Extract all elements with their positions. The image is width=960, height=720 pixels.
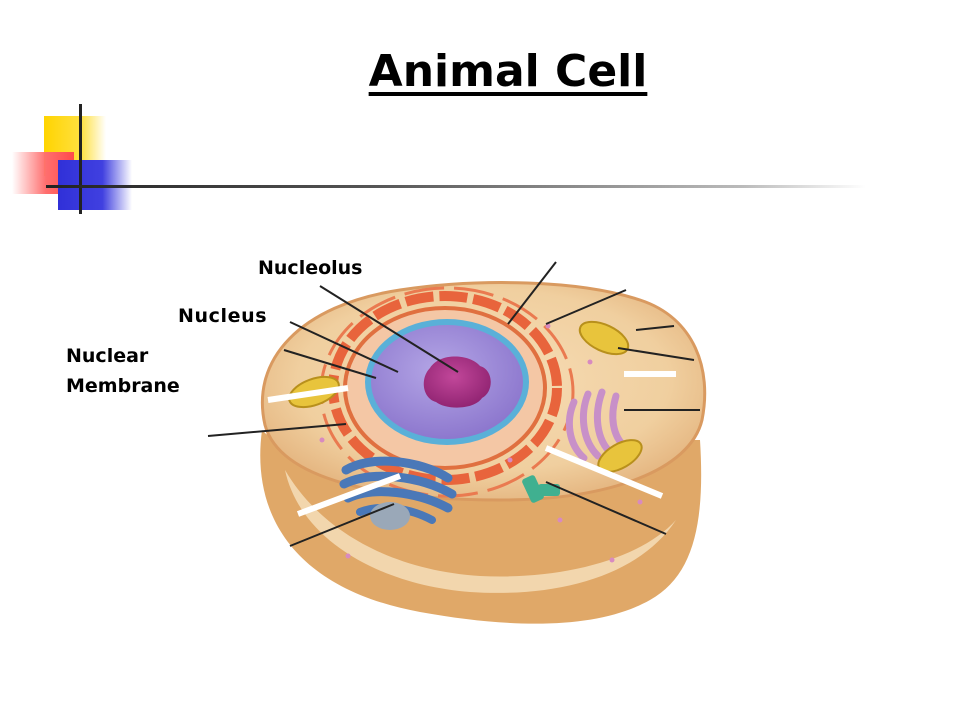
label-nucleus: Nucleus	[178, 301, 267, 331]
label-nucleolus: Nucleolus	[258, 253, 363, 283]
label-nuclear-membrane: Nuclear Membrane	[66, 341, 216, 401]
